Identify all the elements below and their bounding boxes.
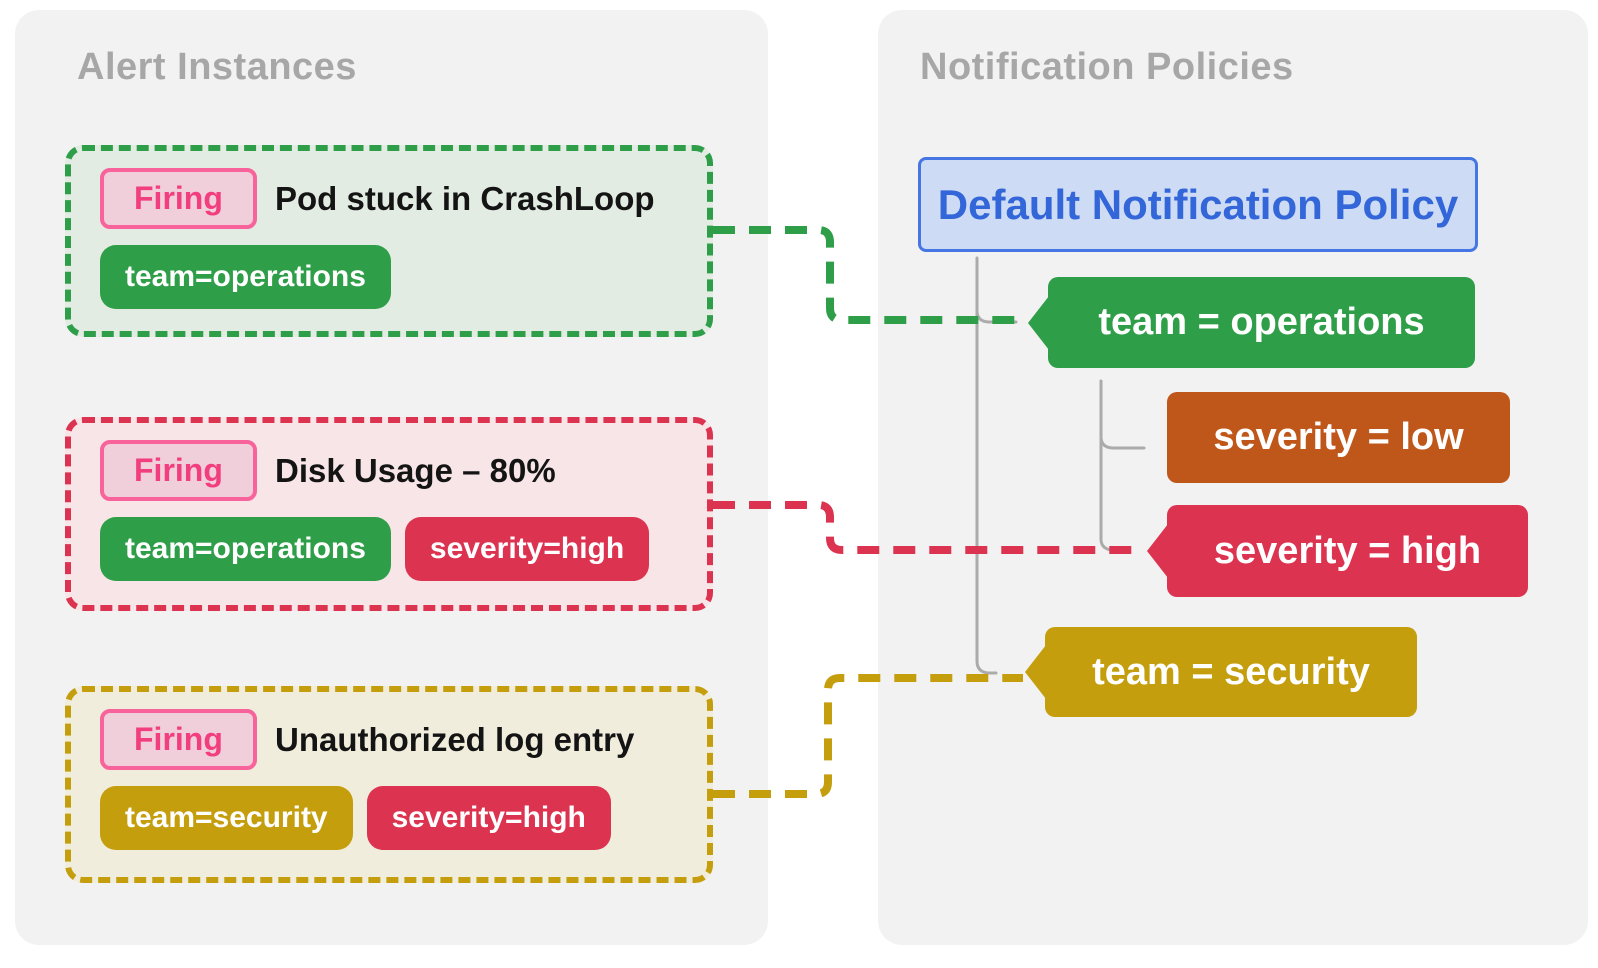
alert-card-crashloop: Firing Pod stuck in CrashLoop team=opera…: [65, 145, 713, 337]
left-notch: [1028, 295, 1049, 350]
left-notch: [1147, 524, 1168, 578]
firing-badge: Firing: [100, 709, 257, 770]
policy-matcher-team-security: team = security: [1025, 627, 1417, 717]
matcher-label: severity = high: [1213, 529, 1482, 572]
label-pill-severity-high: severity=high: [366, 786, 611, 850]
policy-matcher-team-operations: team = operations: [1028, 277, 1475, 368]
policy-matcher-severity-high: severity = high: [1147, 505, 1528, 597]
alert-card-unauthorized-log: Firing Unauthorized log entry team=secur…: [65, 686, 713, 883]
label-pill-severity-high: severity=high: [404, 517, 650, 581]
alert-title: Unauthorized log entry: [275, 720, 635, 758]
matcher-label: team = security: [1092, 650, 1370, 693]
notification-policies-title: Notification Policies: [920, 46, 1294, 88]
firing-badge: Firing: [100, 168, 257, 229]
policy-matcher-severity-low: severity = low: [1167, 392, 1510, 483]
left-notch: [1025, 645, 1046, 699]
label-row: team=operations severity=high: [100, 517, 650, 581]
alert-card-disk-usage: Firing Disk Usage – 80% team=operations …: [65, 417, 713, 611]
alert-title: Pod stuck in CrashLoop: [275, 179, 655, 217]
default-notification-policy-box: Default Notification Policy: [918, 157, 1478, 252]
alert-instances-title: Alert Instances: [77, 46, 357, 88]
matcher-label: severity = low: [1213, 416, 1464, 458]
label-row: team=operations: [100, 245, 391, 309]
label-pill-team-operations: team=operations: [100, 245, 391, 309]
matcher-label: team = operations: [1098, 301, 1425, 343]
label-pill-team-operations: team=operations: [100, 517, 391, 581]
label-pill-team-security: team=security: [100, 786, 353, 850]
label-row: team=security severity=high: [100, 786, 611, 850]
firing-badge: Firing: [100, 440, 257, 501]
alert-title: Disk Usage – 80%: [275, 451, 556, 489]
